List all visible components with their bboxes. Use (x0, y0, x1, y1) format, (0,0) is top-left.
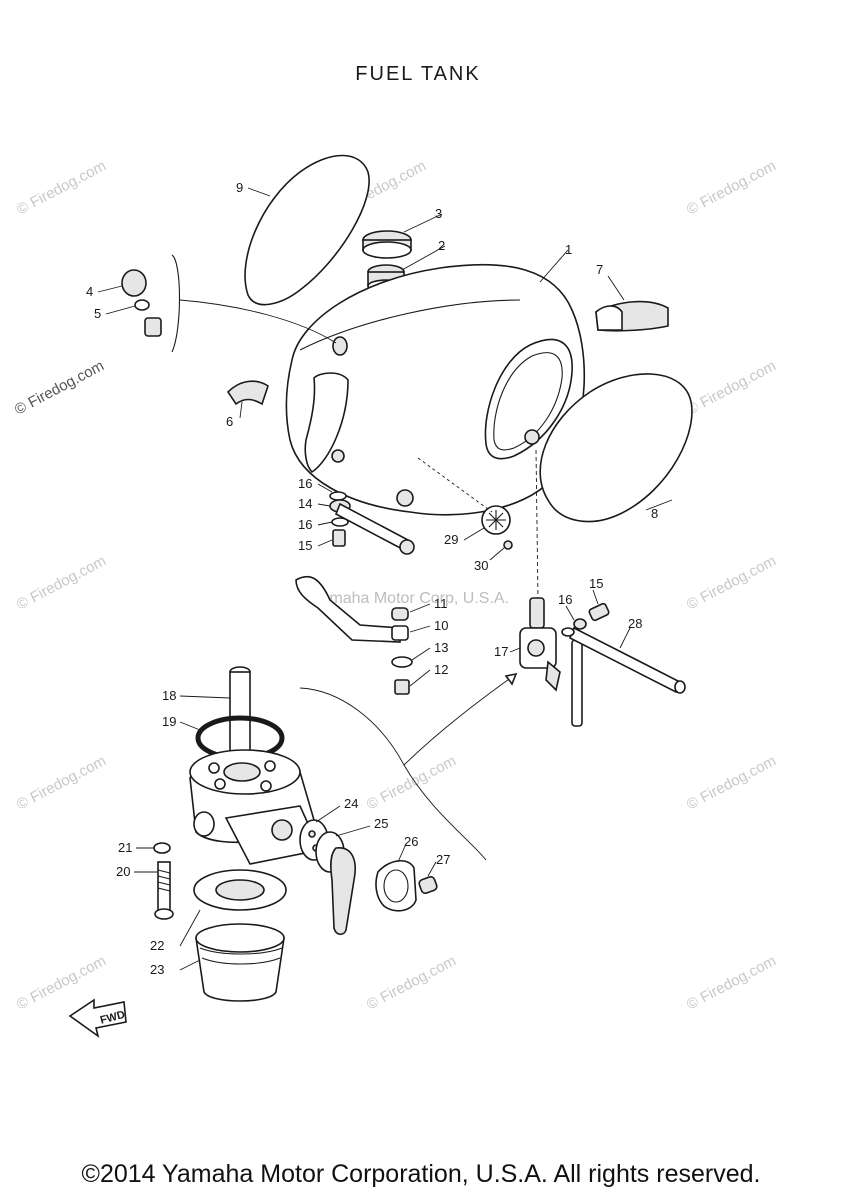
callout-number: 4 (86, 284, 93, 299)
tank-emblem (417, 457, 513, 550)
rear-mount-bracket (295, 575, 413, 695)
callout-number: 16 (298, 476, 312, 491)
callout-number: 10 (434, 618, 448, 633)
callout-number: 8 (651, 506, 658, 521)
callout-number: 17 (494, 644, 508, 659)
callout-number: 25 (374, 816, 388, 831)
exploded-view-leader (299, 672, 518, 861)
watermark-text: © Firedog.com (12, 357, 107, 418)
callout-number: 9 (236, 180, 243, 195)
callout-number: 18 (162, 688, 176, 703)
callout-number: 20 (116, 864, 130, 879)
callout-number: 21 (118, 840, 132, 855)
watermark-text: © Firedog.com (14, 157, 109, 218)
watermark-text: © Firedog.com (684, 552, 779, 613)
callout-number: 30 (474, 558, 488, 573)
cap-nut-group (121, 254, 337, 353)
callout-number: 13 (434, 640, 448, 655)
watermark-text: © Firedog.com (684, 357, 779, 418)
watermark-text: © Firedog.com (684, 952, 779, 1013)
callout-number: 7 (596, 262, 603, 277)
callout-number: 15 (298, 538, 312, 553)
leader-lines (97, 187, 673, 971)
callout-number: 23 (150, 962, 164, 977)
forward-arrow-icon: FWD (68, 998, 127, 1038)
callout-numbers: 1 2 3 4 5 6 7 8 9 10 11 12 13 14 15 15 1… (86, 180, 658, 977)
callout-number: 19 (162, 714, 176, 729)
front-bracket (226, 380, 269, 406)
callout-number: 6 (226, 414, 233, 429)
callout-number: 29 (444, 532, 458, 547)
copyright-notice: ©2014 Yamaha Motor Corporation, U.S.A. A… (81, 1160, 761, 1188)
watermark-text: © Firedog.com (14, 752, 109, 813)
callout-number: 15 (589, 576, 603, 591)
watermark-text: © Firedog.com (684, 157, 779, 218)
center-watermark: Yamaha Motor Corp, U.S.A. (311, 590, 509, 607)
watermark-text: © Firedog.com (364, 752, 459, 813)
watermark-text: © Firedog.com (14, 552, 109, 613)
callout-number: 11 (434, 596, 448, 611)
callout-number: 16 (558, 592, 572, 607)
callout-number: 28 (628, 616, 642, 631)
diagram-title: FUEL TANK (355, 63, 480, 85)
callout-number: 16 (298, 517, 312, 532)
fuel-tank-body (285, 263, 586, 516)
watermark-text: © Firedog.com (684, 752, 779, 813)
fuel-cock-assembly (519, 449, 686, 727)
mounting-hardware-left (329, 491, 415, 555)
rear-cushion (595, 300, 669, 332)
callout-number: 22 (150, 938, 164, 953)
callout-number: 14 (298, 496, 312, 511)
callout-number: 24 (344, 796, 358, 811)
callout-number: 26 (404, 834, 418, 849)
callout-number: 3 (435, 206, 442, 221)
fuel-cock-exploded (153, 666, 438, 1002)
callout-number: 27 (436, 852, 450, 867)
watermark-text: © Firedog.com (364, 952, 459, 1013)
callout-number: 12 (434, 662, 448, 677)
callout-number: 2 (438, 238, 445, 253)
callout-number: 1 (565, 242, 572, 257)
knee-grip-left (244, 154, 370, 306)
knee-grip-right (539, 373, 693, 523)
callout-number: 5 (94, 306, 101, 321)
